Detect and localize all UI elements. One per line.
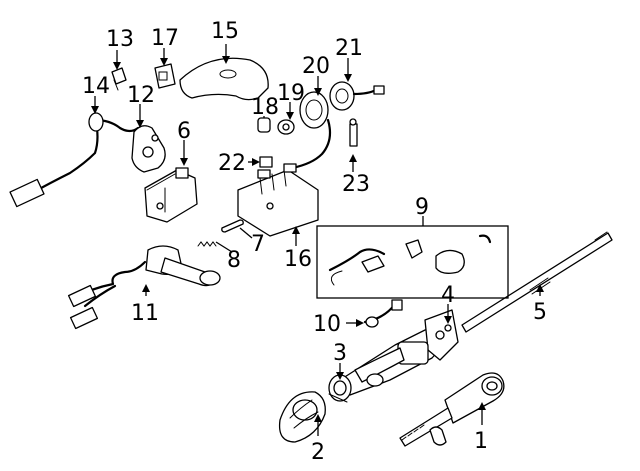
part-16-lower-shroud — [237, 169, 319, 237]
part-3-bearing — [328, 374, 352, 403]
callout-22: 22 — [218, 151, 246, 176]
callout-17: 17 — [151, 26, 179, 51]
callout-11: 11 — [131, 301, 159, 326]
callout-8: 8 — [227, 248, 241, 273]
part-21-coil — [329, 81, 385, 111]
callout-15: 15 — [211, 19, 239, 44]
callout-19: 19 — [277, 81, 305, 106]
leader-lines — [91, 44, 544, 436]
callout-3: 3 — [333, 341, 347, 366]
callout-9: 9 — [415, 195, 429, 220]
callout-4: 4 — [441, 283, 455, 308]
callout-labels: 1 2 3 4 5 6 7 8 9 10 11 12 13 14 15 16 1… — [82, 19, 547, 465]
part-20-sensor-disc — [283, 91, 332, 173]
part-10-sensor — [363, 299, 403, 328]
part-12-lock-housing — [131, 125, 166, 173]
part-1-lower-shaft — [399, 372, 505, 447]
part-19-ring — [277, 119, 295, 135]
part-6-lock-bracket — [144, 167, 198, 223]
callout-10: 10 — [313, 312, 341, 337]
part-18-clip — [257, 117, 271, 133]
part-23-pin — [349, 118, 358, 147]
part-13-clip — [111, 67, 127, 91]
part-11-switch-harness — [67, 245, 221, 330]
part-17-cover — [154, 63, 176, 89]
callout-2: 2 — [311, 440, 325, 465]
callout-1: 1 — [474, 429, 488, 454]
callout-14: 14 — [82, 74, 110, 99]
part-22-connector — [259, 156, 273, 168]
callout-6: 6 — [177, 119, 191, 144]
part-8-spring — [197, 241, 217, 247]
part-4-column-housing — [339, 309, 459, 396]
callout-13: 13 — [106, 27, 134, 52]
part-7-pin — [221, 219, 244, 233]
callout-21: 21 — [335, 36, 363, 61]
part-2-boot — [278, 391, 326, 443]
callout-18: 18 — [251, 95, 279, 120]
callout-7: 7 — [251, 232, 265, 257]
part-15-upper-shroud — [179, 57, 269, 101]
callout-12: 12 — [127, 83, 155, 108]
callout-20: 20 — [302, 54, 330, 79]
part-5-shaft — [461, 231, 613, 333]
callout-16: 16 — [284, 247, 312, 272]
callout-5: 5 — [533, 300, 547, 325]
callout-23: 23 — [342, 172, 370, 197]
part-14-harness — [9, 112, 140, 208]
part-9-kit-box — [316, 225, 509, 299]
